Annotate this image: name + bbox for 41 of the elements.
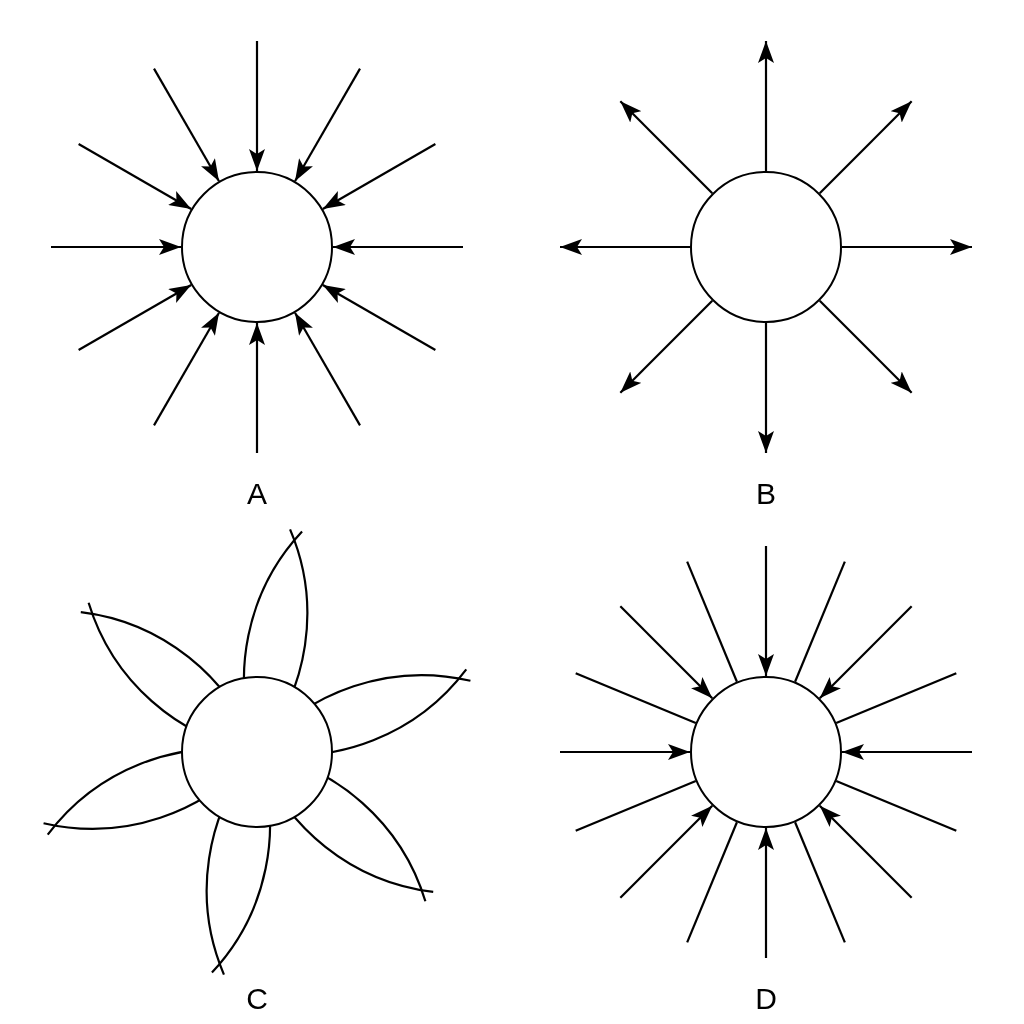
arrow [619, 299, 714, 394]
panel-letter: C [246, 984, 268, 1014]
panel-letter: B [756, 479, 776, 509]
arrow [818, 804, 913, 899]
line [686, 561, 738, 683]
arrow [322, 143, 436, 210]
line [794, 561, 846, 683]
arrow [153, 312, 220, 426]
arrow [78, 143, 192, 210]
arrow [758, 546, 774, 676]
arrow [619, 804, 714, 899]
line [575, 672, 697, 724]
arrow [51, 239, 181, 255]
arrow [153, 68, 220, 182]
line [575, 780, 697, 832]
arrow [294, 68, 361, 182]
panel-letter: D [755, 984, 777, 1014]
arrow [249, 323, 265, 453]
line [794, 821, 846, 943]
panel-letter: A [247, 479, 267, 509]
arrow [294, 312, 361, 426]
arrow [560, 239, 690, 255]
arrow [758, 41, 774, 171]
arrow [249, 41, 265, 171]
arrow [818, 299, 913, 394]
arrow [758, 828, 774, 958]
line [686, 821, 738, 943]
arrow [333, 239, 463, 255]
arrow [842, 744, 972, 760]
arrow [818, 605, 913, 700]
arrow [619, 605, 714, 700]
arrow [560, 744, 690, 760]
circle [690, 676, 842, 828]
arrow [322, 284, 436, 351]
arrow [818, 100, 913, 195]
arrow [842, 239, 972, 255]
line [835, 780, 957, 832]
line [835, 672, 957, 724]
arrow [619, 100, 714, 195]
arrow [78, 284, 192, 351]
arrow [758, 323, 774, 453]
